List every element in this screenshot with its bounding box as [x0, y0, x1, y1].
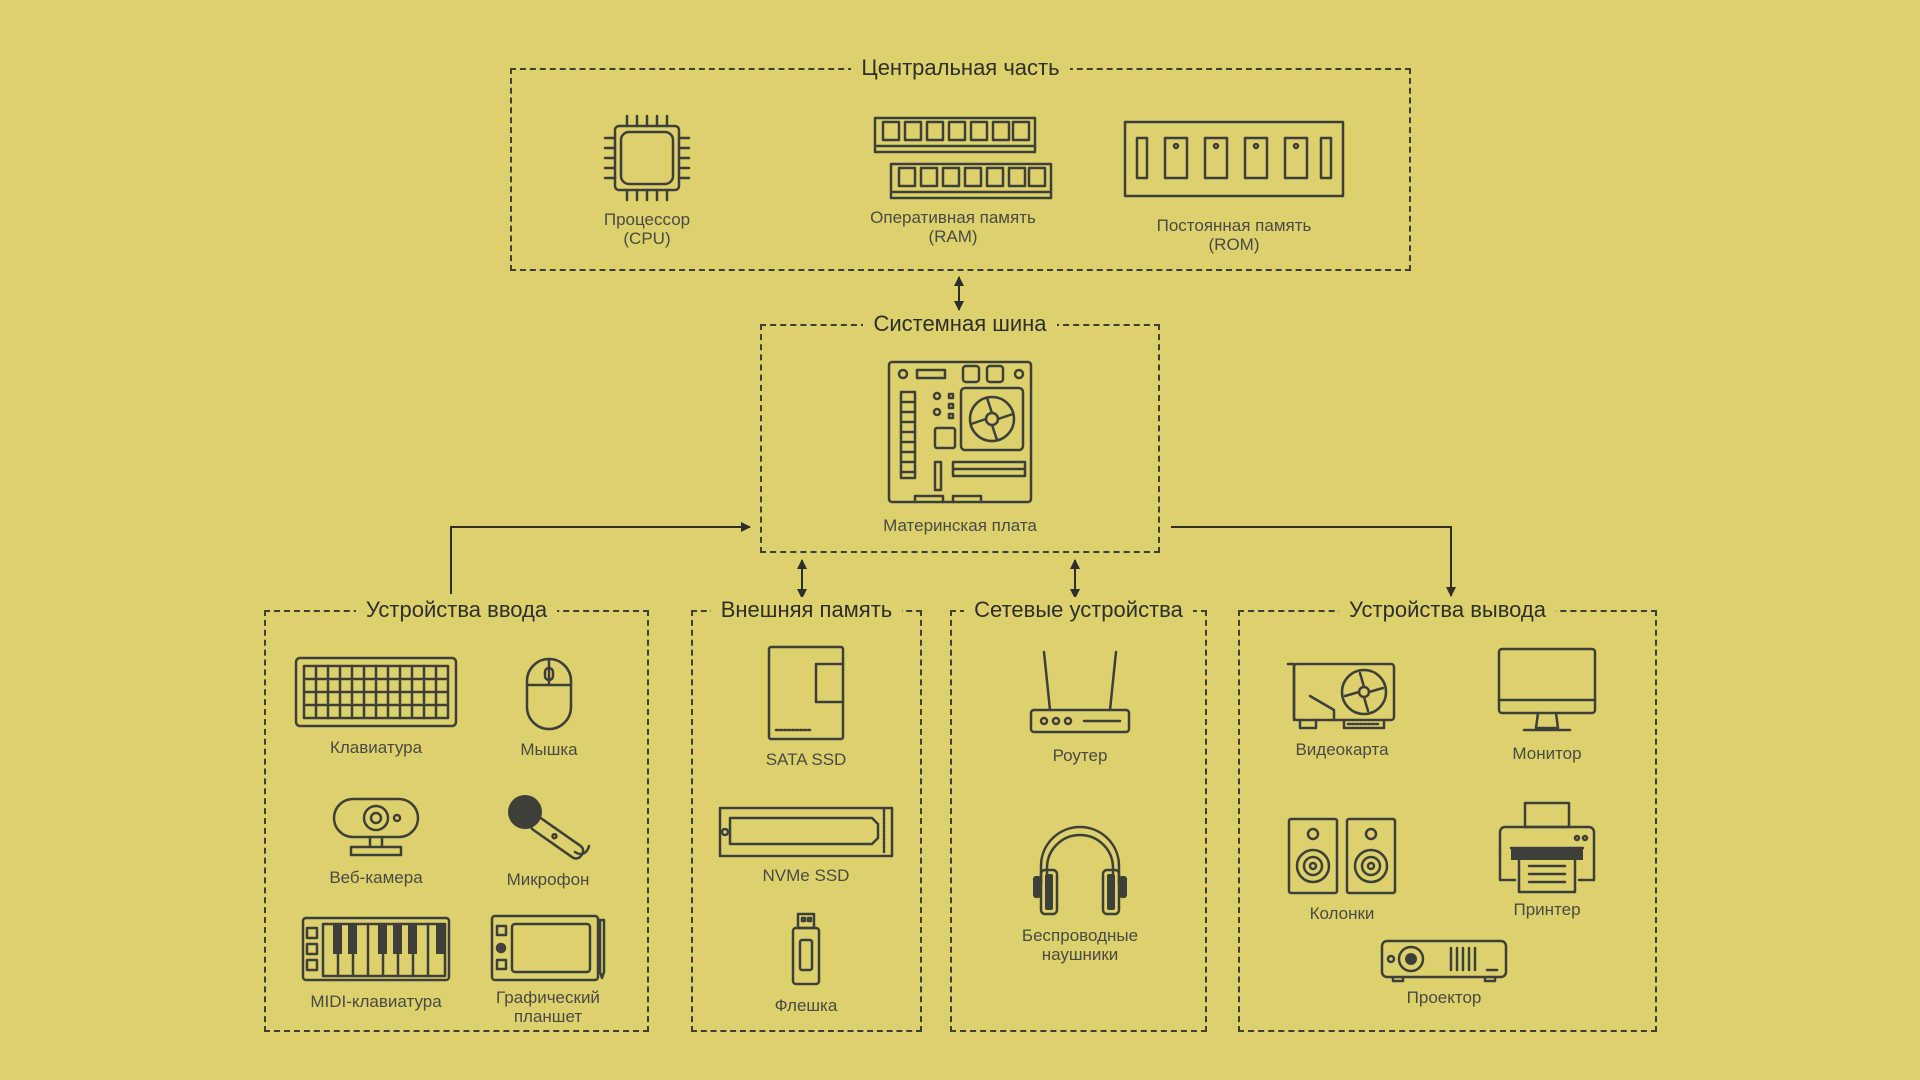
- item-mouse: Мышка: [499, 656, 599, 759]
- item-router: Роутер: [1020, 648, 1140, 765]
- webcam-label: Веб-камера: [329, 868, 423, 887]
- nvme-ssd-icon: [718, 806, 894, 858]
- item-webcam: Веб-камера: [306, 796, 446, 887]
- item-ram: Оперативная память (RAM): [843, 116, 1063, 246]
- monitor-icon: [1497, 647, 1597, 732]
- item-tablet: Графический планшет: [488, 912, 608, 1026]
- projector-label: Проектор: [1406, 988, 1482, 1007]
- printer-label: Принтер: [1513, 900, 1581, 919]
- item-rom: Постоянная память (ROM): [1119, 120, 1349, 254]
- nvme-label: NVMe SSD: [762, 866, 850, 885]
- gpu-label: Видеокарта: [1295, 740, 1389, 759]
- gpu-icon: [1286, 662, 1396, 730]
- router-icon: [1029, 650, 1131, 734]
- group-output: Устройства вывода: [1238, 597, 1657, 1032]
- group-central: Центральная часть: [510, 55, 1411, 271]
- group-bus: Системная шина: [760, 311, 1160, 553]
- tablet-label: Графический планшет: [496, 988, 600, 1026]
- headphones-label: Беспроводные наушники: [1021, 926, 1139, 964]
- arrow-bus-output: [1171, 526, 1456, 597]
- group-central-title: Центральная часть: [851, 55, 1070, 80]
- group-output-title: Устройства вывода: [1339, 597, 1556, 622]
- graphic-tablet-icon: [490, 914, 606, 982]
- item-speakers: Колонки: [1272, 816, 1412, 923]
- item-sata: SATA SSD: [741, 644, 871, 769]
- headphones-icon: [1033, 825, 1127, 916]
- arrow-input-bus: [450, 522, 751, 594]
- item-projector: Проектор: [1374, 938, 1514, 1007]
- sata-label: SATA SSD: [765, 750, 847, 769]
- speakers-label: Колонки: [1309, 904, 1375, 923]
- item-printer: Принтер: [1477, 800, 1617, 919]
- microphone-label: Микрофон: [506, 870, 590, 889]
- mouse-label: Мышка: [520, 740, 578, 759]
- group-storage: Внешняя память: [691, 597, 922, 1032]
- webcam-icon: [332, 797, 420, 857]
- flash-drive-icon: [791, 912, 821, 986]
- item-monitor: Монитор: [1477, 646, 1617, 763]
- ram-icon: [873, 116, 1053, 200]
- group-network: Сетевые устройства: [950, 597, 1207, 1032]
- speakers-icon: [1287, 817, 1397, 895]
- group-storage-title: Внешняя память: [710, 597, 903, 622]
- motherboard-label: Материнская плата: [883, 516, 1037, 535]
- item-gpu: Видеокарта: [1272, 660, 1412, 759]
- item-nvme: NVMe SSD: [716, 804, 896, 885]
- projector-icon: [1380, 939, 1508, 983]
- printer-icon: [1498, 801, 1596, 894]
- item-headphones: Беспроводные наушники: [1005, 814, 1155, 964]
- microphone-icon: [508, 795, 591, 860]
- rom-label: Постоянная память (ROM): [1156, 216, 1312, 254]
- group-input-title: Устройства ввода: [355, 597, 558, 622]
- ram-label: Оперативная память (RAM): [870, 208, 1036, 246]
- item-motherboard: Материнская плата: [855, 360, 1065, 535]
- router-label: Роутер: [1052, 746, 1108, 765]
- keyboard-label: Клавиатура: [329, 738, 423, 757]
- item-midi: MIDI-клавиатура: [286, 916, 466, 1011]
- keyboard-icon: [294, 656, 458, 728]
- sata-ssd-icon: [767, 645, 845, 741]
- rom-icon: [1123, 120, 1345, 198]
- motherboard-icon: [887, 360, 1033, 504]
- cpu-label: Процессор (CPU): [603, 210, 691, 248]
- group-network-title: Сетевые устройства: [964, 597, 1193, 622]
- mouse-icon: [525, 657, 573, 731]
- monitor-label: Монитор: [1512, 744, 1582, 763]
- cpu-icon: [603, 114, 691, 202]
- midi-keyboard-icon: [301, 916, 451, 982]
- flash-label: Флешка: [774, 996, 838, 1015]
- group-bus-title: Системная шина: [863, 311, 1057, 336]
- group-input: Устройства ввода: [264, 597, 649, 1032]
- item-cpu: Процессор (CPU): [572, 112, 722, 248]
- item-flash: Флешка: [756, 912, 856, 1015]
- item-keyboard: Клавиатура: [286, 656, 466, 757]
- item-microphone: Микрофон: [488, 790, 608, 889]
- midi-label: MIDI-клавиатура: [310, 992, 442, 1011]
